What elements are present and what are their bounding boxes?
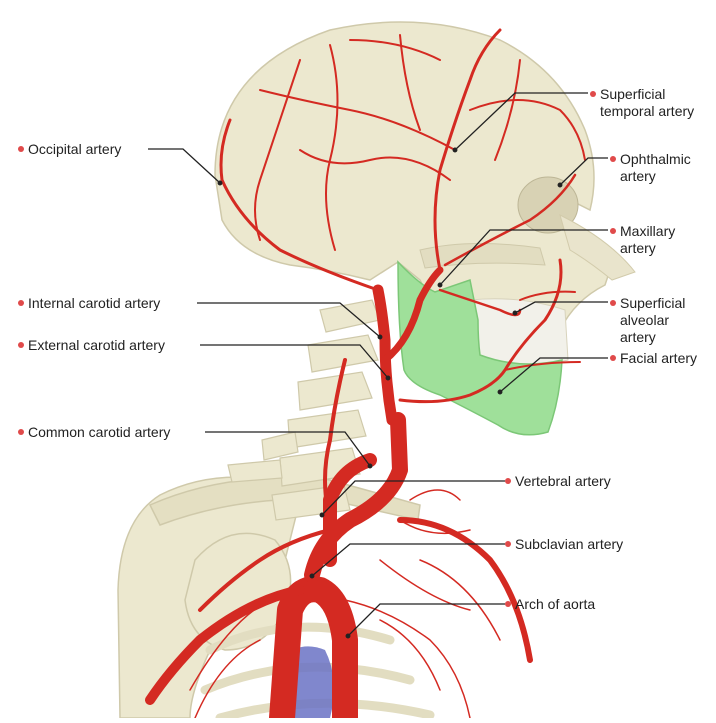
label-text: Common carotid artery (28, 424, 170, 441)
label-text: Vertebral artery (515, 473, 611, 490)
label-dot (610, 355, 616, 361)
label-dot (18, 146, 24, 152)
label-dot (505, 541, 511, 547)
label-text: Subclavian artery (515, 536, 623, 553)
label-text: Occipital artery (28, 141, 121, 158)
label-text: Maxillary artery (620, 223, 675, 257)
label-external-carotid-artery: External carotid artery (18, 337, 165, 354)
label-dot (18, 342, 24, 348)
label-internal-carotid-artery: Internal carotid artery (18, 295, 160, 312)
label-superficial-temporal-artery: Superficial temporal artery (590, 86, 694, 120)
label-facial-artery: Facial artery (610, 350, 697, 367)
label-text: Internal carotid artery (28, 295, 160, 312)
label-dot (505, 478, 511, 484)
label-maxillary-artery: Maxillary artery (610, 223, 675, 257)
label-dot (18, 300, 24, 306)
label-text: Superficial alveolar artery (620, 295, 685, 346)
label-dot (610, 300, 616, 306)
label-ophthalmic-artery: Ophthalmic artery (610, 151, 691, 185)
label-arch-of-aorta: Arch of aorta (505, 596, 595, 613)
label-dot (505, 601, 511, 607)
label-subclavian-artery: Subclavian artery (505, 536, 623, 553)
label-text: Arch of aorta (515, 596, 595, 613)
label-text: External carotid artery (28, 337, 165, 354)
label-dot (18, 429, 24, 435)
label-dot (610, 228, 616, 234)
label-superficial-alveolar-artery: Superficial alveolar artery (610, 295, 685, 346)
leader-occipital (148, 149, 220, 183)
label-text: Ophthalmic artery (620, 151, 691, 185)
label-vertebral-artery: Vertebral artery (505, 473, 611, 490)
label-common-carotid-artery: Common carotid artery (18, 424, 170, 441)
label-text: Superficial temporal artery (600, 86, 694, 120)
label-dot (610, 156, 616, 162)
label-text: Facial artery (620, 350, 697, 367)
label-occipital-artery: Occipital artery (18, 141, 121, 158)
label-dot (590, 91, 596, 97)
